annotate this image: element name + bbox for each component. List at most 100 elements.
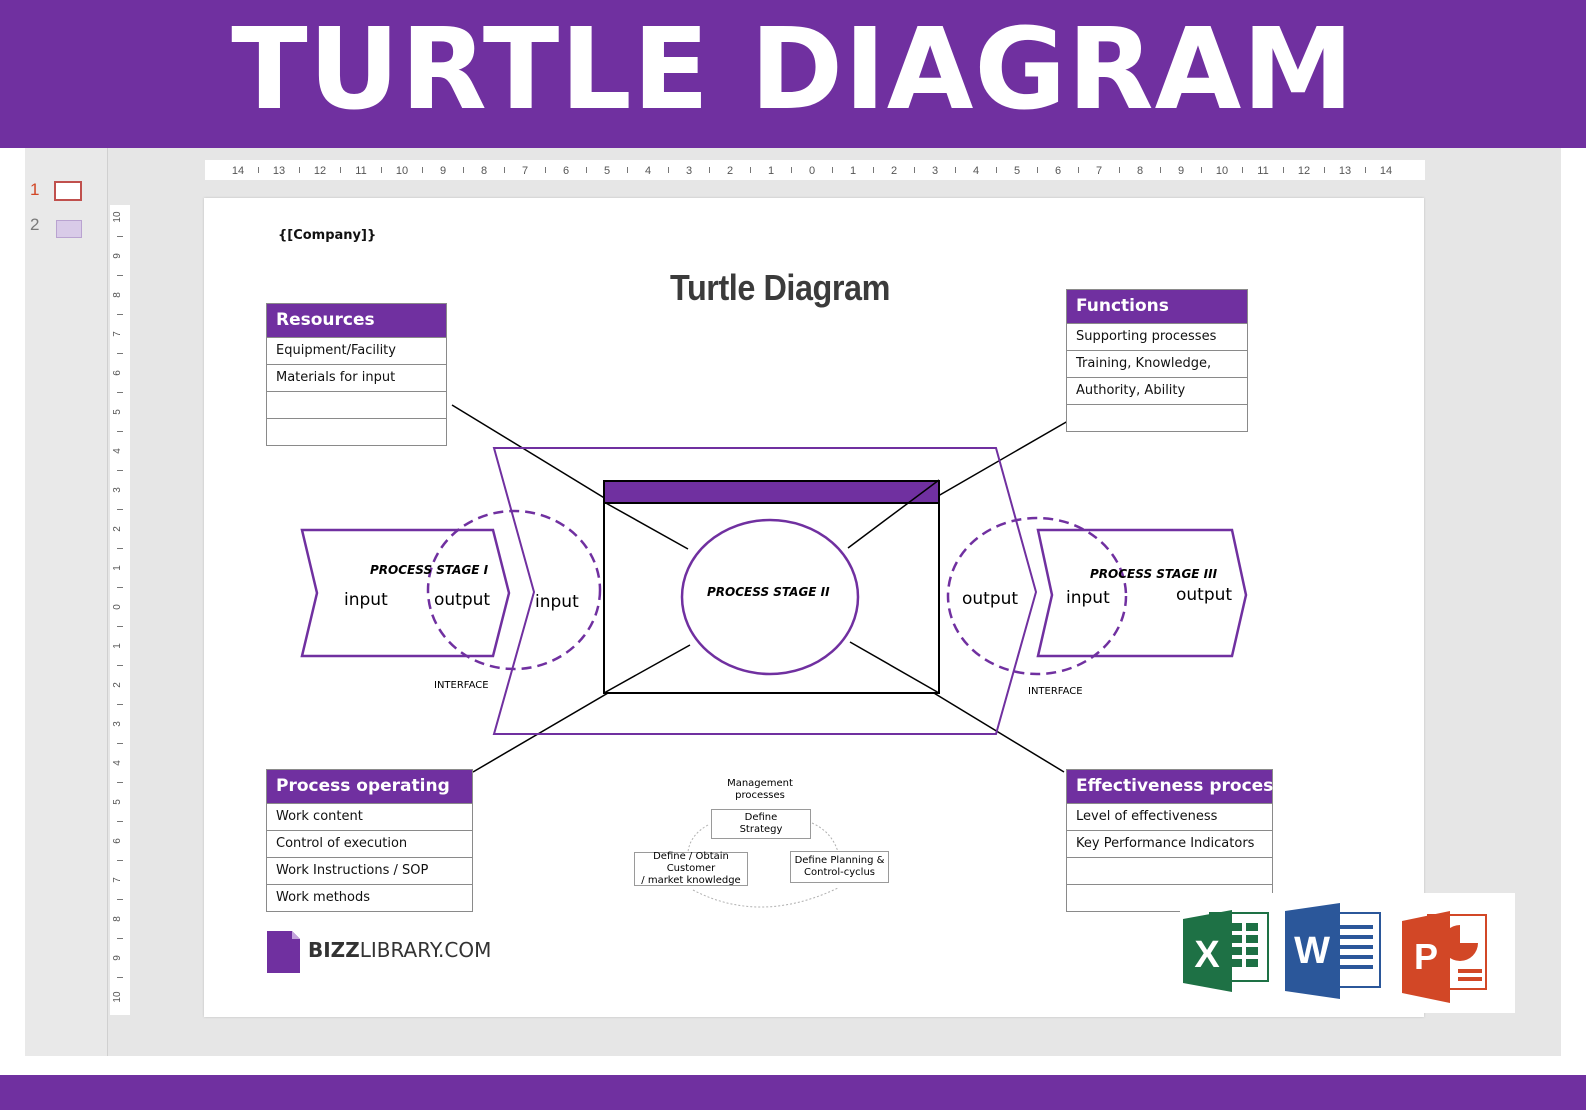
ruler-v-label: 6: [112, 370, 123, 376]
resources-row: [267, 391, 446, 418]
ruler-v-label: 4: [112, 448, 123, 454]
ruler-h-label: 2: [891, 165, 897, 177]
ruler-h-label: 13: [1339, 165, 1351, 177]
management-title-line1: Management: [727, 778, 793, 789]
functions-table: Functions Supporting processes Training,…: [1066, 289, 1248, 432]
process-rectangle-header: [603, 480, 940, 504]
title-banner: [0, 0, 1586, 148]
define-strategy-line1: Define: [744, 812, 778, 823]
ruler-h-label: 6: [1055, 165, 1061, 177]
ruler-v-label: 5: [112, 409, 123, 415]
slide-title: Turtle Diagram: [670, 267, 890, 308]
stage-1-output-label: output: [434, 590, 491, 610]
footer-bar: [0, 1075, 1586, 1110]
resources-row: Materials for input: [267, 364, 446, 391]
process-operating-row: Work methods: [267, 884, 472, 911]
svg-text:P: P: [1414, 936, 1438, 977]
bizzlibrary-logo-mark: [267, 931, 300, 973]
connector-operating-inner: [603, 644, 691, 694]
word-icon: W: [1285, 903, 1381, 999]
ruler-v-label: 9: [112, 955, 123, 961]
effectiveness-header: Effectiveness process: [1067, 770, 1283, 803]
ruler-h-label: 11: [355, 165, 366, 177]
ruler-h-label: 12: [314, 165, 326, 177]
functions-header: Functions: [1067, 290, 1247, 323]
ruler-h-label: 3: [932, 165, 938, 177]
planning-control-box: Define Planning & Control-cyclus: [790, 851, 889, 883]
planning-control-line1: Define Planning &: [794, 855, 885, 866]
ruler-h-label: 3: [686, 165, 692, 177]
ruler-v-label: 1: [112, 643, 123, 649]
stage-1-input-label: input: [344, 590, 388, 610]
ruler-h-label: 10: [396, 165, 408, 177]
management-processes-title: Management processes: [718, 778, 802, 802]
ruler-h-label: 7: [522, 165, 528, 177]
functions-row: Supporting processes: [1067, 323, 1247, 350]
ruler-h-label: 14: [232, 165, 244, 177]
stage-2-title: PROCESS STAGE II: [707, 585, 830, 599]
process-operating-row: Control of execution: [267, 830, 472, 857]
ruler-h-label: 2: [727, 165, 733, 177]
interface-circle-right: [946, 516, 1128, 676]
cycle-arrow-bottom: [692, 887, 839, 908]
stage-3-output-label: output: [1176, 585, 1233, 605]
slide-thumbnail-2[interactable]: [56, 220, 82, 238]
ruler-h-label: 9: [440, 165, 446, 177]
ruler-h-label: 14: [1380, 165, 1392, 177]
ruler-h-label: 8: [481, 165, 487, 177]
ruler-h-label: 13: [273, 165, 285, 177]
ruler-v-label: 8: [112, 916, 123, 922]
ruler-h-label: 7: [1096, 165, 1102, 177]
ruler-v-label: 3: [112, 487, 123, 493]
stage-1-title: PROCESS STAGE I: [370, 563, 489, 577]
functions-row: Training, Knowledge,: [1067, 350, 1247, 377]
interface-circle-left: [426, 509, 602, 671]
svg-text:X: X: [1194, 934, 1220, 976]
resources-row: [267, 418, 446, 445]
ruler-v-label: 7: [112, 877, 123, 883]
effectiveness-row: [1067, 857, 1272, 884]
interface-label-right: INTERFACE: [1028, 686, 1083, 697]
effectiveness-row: Level of effectiveness: [1067, 803, 1272, 830]
ruler-h-label: 8: [1137, 165, 1143, 177]
ruler-h-label: 5: [604, 165, 610, 177]
ruler-v-label: 2: [112, 526, 123, 532]
define-strategy-line2: Strategy: [739, 824, 783, 835]
ruler-h-label: 11: [1257, 165, 1268, 177]
ruler-v-label: 8: [112, 292, 123, 298]
slide-thumbnails-pane: 1 2: [25, 148, 108, 1056]
customer-knowledge-box: Define / Obtain Customer / market knowle…: [634, 851, 748, 886]
connector-functions-inner: [847, 479, 940, 549]
logo-text-bold: BIZZ: [308, 938, 360, 962]
connector-resources-inner: [603, 501, 689, 550]
define-strategy-box: Define Strategy: [711, 809, 811, 839]
process-stage-1-chevron: [300, 528, 511, 658]
resources-row: Equipment/Facility: [267, 337, 446, 364]
customer-knowledge-line2: / market knowledge: [641, 875, 741, 886]
functions-row: Authority, Ability: [1067, 377, 1247, 404]
slide-thumbnail-1[interactable]: [54, 181, 82, 201]
ruler-v-label: 10: [112, 991, 123, 1003]
process-operating-row: Work Instructions / SOP: [267, 857, 472, 884]
banner-title: TURTLE DIAGRAM: [231, 5, 1355, 135]
ruler-v-label: 6: [112, 838, 123, 844]
process-stage-3-chevron: [1036, 528, 1248, 658]
functions-row: [1067, 404, 1247, 431]
ruler-h-label: 4: [973, 165, 979, 177]
ruler-h-label: 10: [1216, 165, 1228, 177]
cycle-arrow-left: [687, 824, 709, 853]
svg-text:W: W: [1294, 930, 1330, 972]
stage-2-input-label: input: [535, 592, 579, 612]
ruler-h-label: 1: [850, 165, 856, 177]
resources-header: Resources: [267, 304, 446, 337]
stage-3-title: PROCESS STAGE III: [1090, 567, 1218, 581]
ruler-h-label: 4: [645, 165, 651, 177]
management-title-line2: processes: [735, 790, 785, 801]
ruler-h-label: 0: [809, 165, 815, 177]
ruler-v-label: 10: [112, 211, 123, 223]
process-operating-table: Process operating Work content Control o…: [266, 769, 473, 912]
ruler-h-label: 9: [1178, 165, 1184, 177]
